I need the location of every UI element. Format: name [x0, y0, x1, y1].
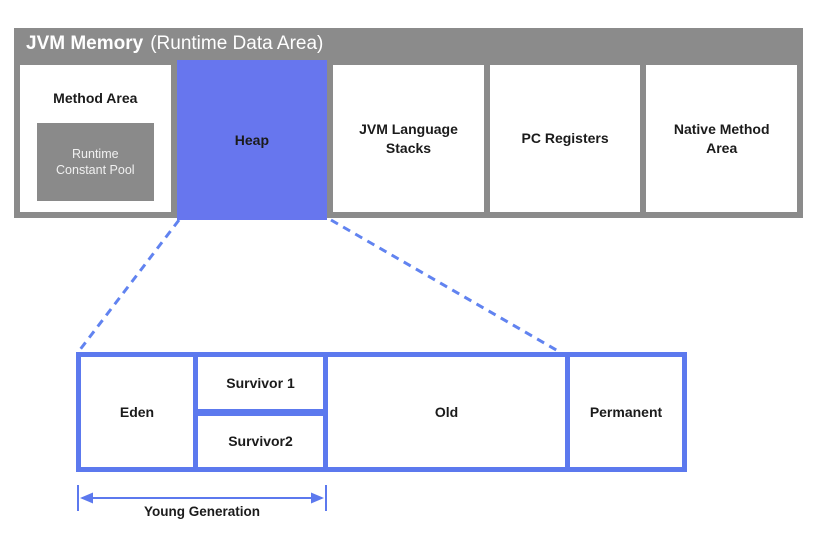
method-area-label: Method Area [53, 90, 138, 106]
survivor1-cell: Survivor 1 [198, 357, 323, 409]
heap-detail-box: Eden Survivor 1 Survivor2 Old Permanent [76, 352, 687, 472]
jvm-memory-header: JVM Memory (Runtime Data Area) [14, 28, 803, 60]
header-subtitle: (Runtime Data Area) [150, 33, 324, 54]
jvm-language-stacks-label: JVM Language Stacks [359, 121, 458, 156]
header-title: JVM Memory [26, 33, 144, 54]
method-area-box: Method Area Runtime Constant Pool [20, 65, 171, 212]
pc-registers-box: PC Registers [489, 65, 641, 212]
heap-connector-line-left [77, 219, 181, 352]
jvm-language-stacks-box: JVM Language Stacks [333, 65, 484, 212]
native-method-area-box: Native Method Area [646, 65, 797, 212]
young-generation-arrowhead-left [80, 492, 93, 504]
pc-registers-label: PC Registers [521, 130, 609, 147]
young-generation-arrowhead-right [311, 492, 324, 504]
survivor2-label: Survivor2 [228, 433, 293, 450]
runtime-constant-pool-label: Runtime Constant Pool [56, 146, 135, 178]
survivor2-cell: Survivor2 [198, 415, 323, 467]
old-cell: Old [328, 357, 565, 467]
eden-cell: Eden [81, 357, 193, 467]
native-method-area-label: Native Method Area [673, 121, 770, 156]
survivor1-label: Survivor 1 [226, 374, 295, 391]
heap-connector-line-right [330, 218, 559, 353]
eden-label: Eden [119, 404, 155, 420]
young-generation-label: Young Generation [143, 504, 260, 519]
memory-areas-row: Method Area Runtime Constant Pool Heap J… [20, 60, 797, 220]
permanent-label: Permanent [589, 404, 663, 420]
survivor-column: Survivor 1 Survivor2 [198, 357, 323, 467]
old-label: Old [434, 404, 459, 420]
jvm-memory-container: JVM Memory (Runtime Data Area) Method Ar… [14, 28, 803, 220]
heap-label: Heap [234, 131, 269, 148]
heap-box: Heap [176, 60, 328, 220]
runtime-constant-pool-box: Runtime Constant Pool [36, 123, 154, 202]
permanent-cell: Permanent [570, 357, 682, 467]
